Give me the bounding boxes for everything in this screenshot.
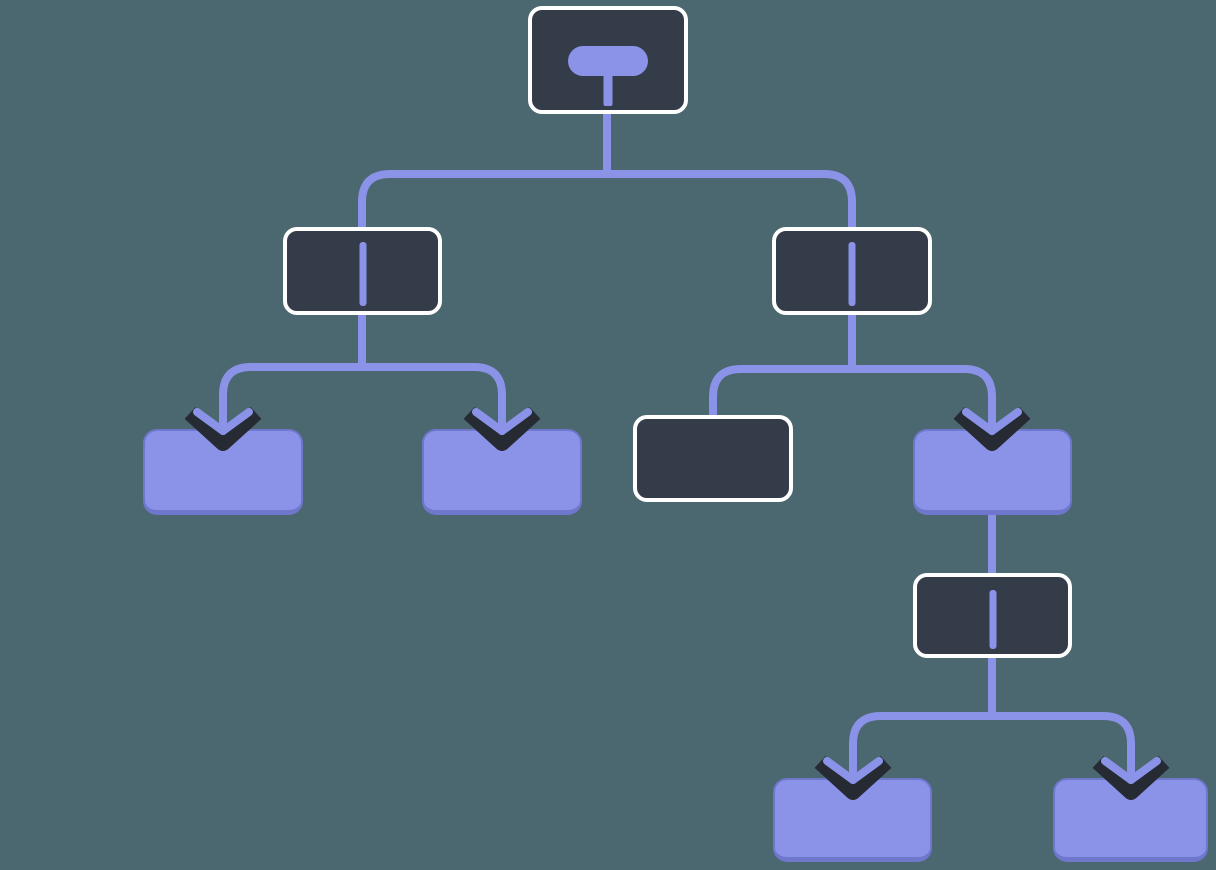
flow-node-branch-right[interactable] bbox=[772, 227, 932, 315]
flow-node-root[interactable] bbox=[528, 6, 688, 114]
root-pill-icon bbox=[568, 46, 648, 76]
node-divider-bar bbox=[359, 242, 366, 306]
flow-node-branch-left[interactable] bbox=[283, 227, 442, 315]
flow-node-leaf-5[interactable] bbox=[1053, 778, 1208, 862]
edge-bottom-split bbox=[849, 712, 1135, 768]
flow-node-leaf-3[interactable] bbox=[913, 429, 1072, 515]
edge-top-split bbox=[358, 170, 856, 232]
flow-node-leaf-1[interactable] bbox=[143, 429, 303, 515]
flow-node-leaf-2[interactable] bbox=[422, 429, 582, 515]
node-divider-bar bbox=[989, 590, 996, 649]
flow-node-plain-dark[interactable] bbox=[633, 415, 793, 502]
node-divider-bar bbox=[848, 242, 856, 306]
root-pill-stem bbox=[603, 74, 613, 106]
flow-node-leaf-4[interactable] bbox=[773, 778, 932, 862]
edge-left-split bbox=[219, 363, 506, 419]
flow-node-branch-lower[interactable] bbox=[913, 573, 1072, 658]
